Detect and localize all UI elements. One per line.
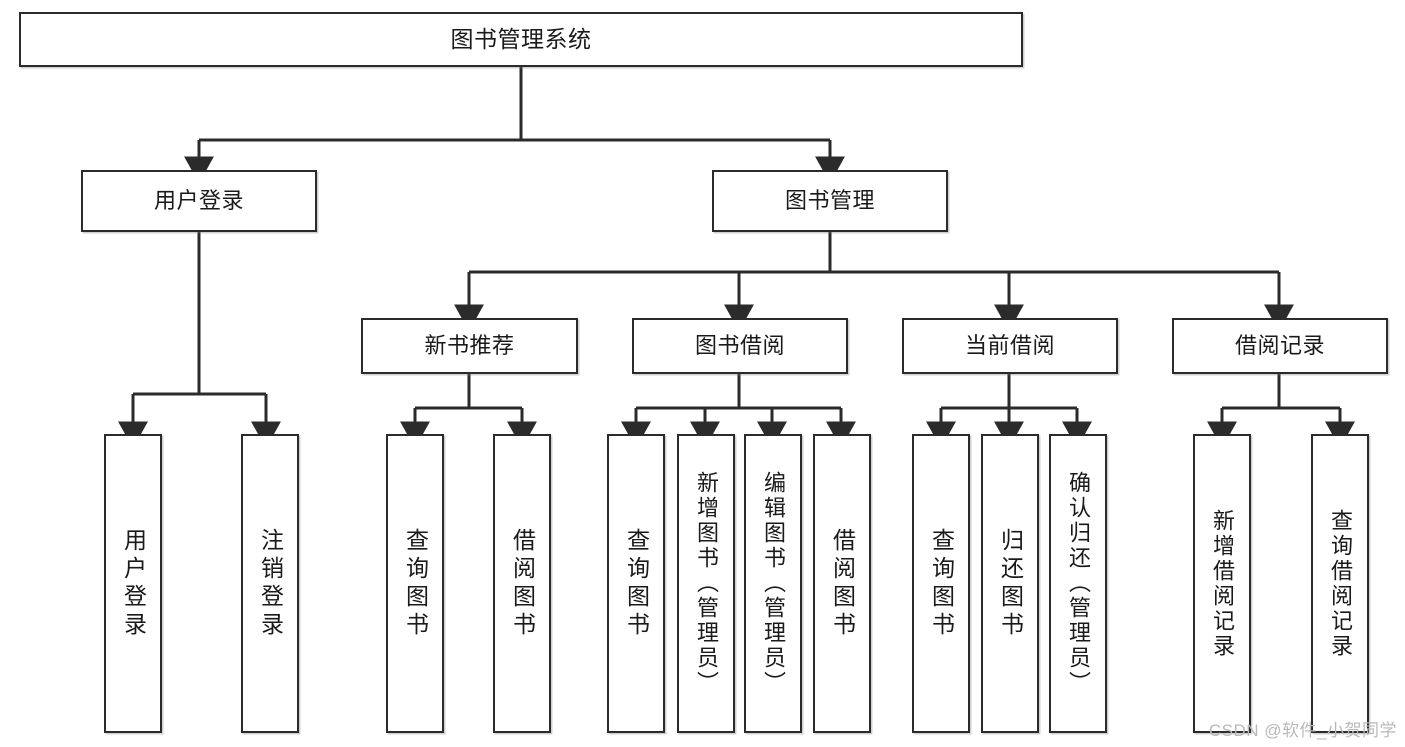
node-leaf-currentborrow-return-book[interactable]: 归还图书 <box>981 434 1039 733</box>
node-leaf-newbook-query-book[interactable]: 查询图书 <box>386 434 444 733</box>
node-user-login[interactable]: 用户登录 <box>81 170 317 232</box>
node-label: 查询图书 <box>928 527 955 640</box>
node-borrow-record[interactable]: 借阅记录 <box>1172 318 1388 374</box>
node-book-borrow[interactable]: 图书借阅 <box>632 318 848 374</box>
node-leaf-bookborrow-query-book[interactable]: 查询图书 <box>607 434 665 733</box>
watermark: CSDN @软件_小贺同学 <box>1208 721 1397 740</box>
node-label: 图书管理系统 <box>450 25 592 52</box>
node-leaf-bookborrow-edit-book-admin[interactable]: 编辑图书（管理员） <box>744 434 802 733</box>
node-label: 借阅记录 <box>1234 332 1325 358</box>
node-leaf-bookborrow-add-book-admin[interactable]: 新增图书（管理员） <box>677 434 735 733</box>
node-label: 图书借阅 <box>694 332 785 358</box>
node-label: 用户登录 <box>153 187 244 213</box>
node-root-book-management-system[interactable]: 图书管理系统 <box>19 12 1023 67</box>
node-label: 编辑图书（管理员） <box>761 471 786 696</box>
node-new-book-recommendation[interactable]: 新书推荐 <box>361 318 578 374</box>
node-leaf-user-login-signin[interactable]: 用户登录 <box>104 434 162 733</box>
node-label: 新增借阅记录 <box>1210 508 1235 659</box>
node-leaf-currentborrow-confirm-return-admin[interactable]: 确认归还（管理员） <box>1049 434 1107 733</box>
node-leaf-borrowrecord-add-record[interactable]: 新增借阅记录 <box>1193 434 1251 733</box>
node-leaf-borrowrecord-query-record[interactable]: 查询借阅记录 <box>1311 434 1369 733</box>
node-current-borrow[interactable]: 当前借阅 <box>902 318 1118 374</box>
node-leaf-newbook-borrow-book[interactable]: 借阅图书 <box>493 434 551 733</box>
node-leaf-currentborrow-query-book[interactable]: 查询图书 <box>912 434 970 733</box>
node-label: 借阅图书 <box>829 527 856 640</box>
node-label: 确认归还（管理员） <box>1066 471 1091 696</box>
node-label: 当前借阅 <box>964 332 1055 358</box>
node-leaf-user-login-signout[interactable]: 注销登录 <box>241 434 299 733</box>
node-label: 新增图书（管理员） <box>694 471 719 696</box>
node-label: 查询图书 <box>623 527 650 640</box>
node-label: 新书推荐 <box>424 332 515 358</box>
node-label: 查询图书 <box>402 527 429 640</box>
node-label: 借阅图书 <box>509 527 536 640</box>
node-leaf-bookborrow-borrow-book[interactable]: 借阅图书 <box>813 434 871 733</box>
node-book-management[interactable]: 图书管理 <box>712 170 948 232</box>
node-label: 归还图书 <box>997 527 1024 640</box>
node-label: 查询借阅记录 <box>1328 508 1353 659</box>
node-label: 图书管理 <box>784 187 875 213</box>
node-label: 注销登录 <box>257 527 284 640</box>
node-label: 用户登录 <box>120 527 147 640</box>
